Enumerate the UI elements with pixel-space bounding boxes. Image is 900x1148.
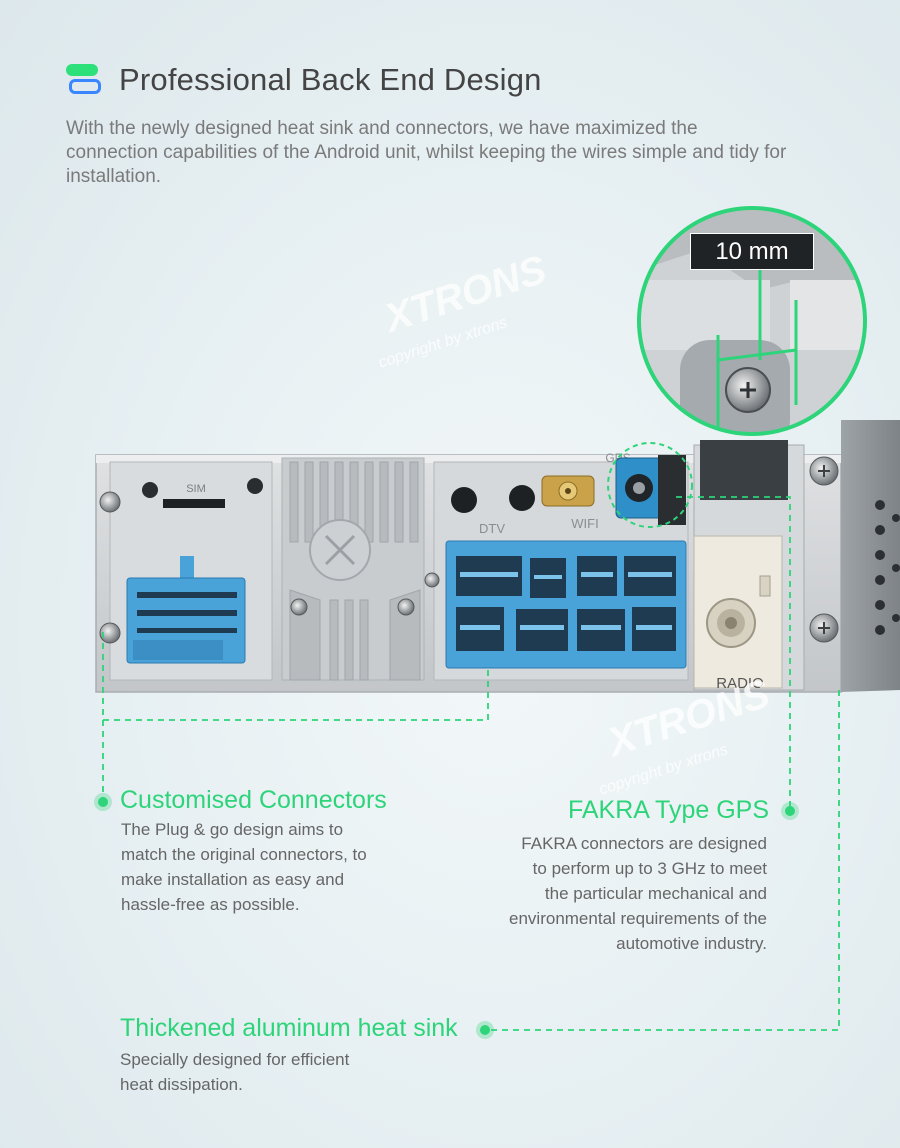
text-line: environmental requirements of the bbox=[509, 909, 767, 928]
feature-text-heatsink: Specially designed for efficient heat di… bbox=[120, 1047, 349, 1097]
intro-line: installation. bbox=[66, 166, 162, 187]
text-line: match the original connectors, to bbox=[121, 845, 367, 864]
measurement-label: 10 mm bbox=[690, 233, 814, 270]
feature-title-gps: FAKRA Type GPS bbox=[567, 796, 769, 824]
text-line: Specially designed for efficient bbox=[120, 1050, 350, 1069]
text-line: The Plug & go design aims to bbox=[121, 820, 344, 839]
intro-line: With the newly designed heat sink and co… bbox=[66, 118, 698, 139]
text-line: FAKRA connectors are designed bbox=[521, 834, 767, 853]
text-line: the particular mechanical and bbox=[544, 884, 767, 903]
screws bbox=[99, 456, 839, 644]
dtv-label: DTV bbox=[479, 521, 505, 536]
feature-title-heatsink: Thickened aluminum heat sink bbox=[120, 1014, 458, 1042]
feature-title-connectors: Customised Connectors bbox=[120, 786, 387, 814]
sim-label: SIM bbox=[186, 483, 206, 495]
feature-text-gps: FAKRA connectors are designed to perform… bbox=[509, 831, 767, 956]
text-line: make installation as easy and bbox=[121, 870, 345, 889]
feature-text-connectors: The Plug & go design aims to match the o… bbox=[121, 817, 367, 917]
radio-label: RADIO bbox=[716, 675, 764, 692]
text-line: hassle-free as possible. bbox=[121, 895, 300, 914]
text-line: to perform up to 3 GHz to meet bbox=[532, 859, 767, 878]
callout-dots bbox=[94, 793, 799, 1039]
text-line: heat dissipation. bbox=[120, 1075, 243, 1094]
text-line: automotive industry. bbox=[616, 934, 767, 953]
wifi-label: WIFI bbox=[571, 516, 598, 531]
intro-paragraph: With the newly designed heat sink and co… bbox=[66, 117, 846, 189]
intro-line: connection capabilities of the Android u… bbox=[66, 142, 787, 163]
watermark-top: XTRONS copyright by xtrons bbox=[376, 247, 551, 372]
brand-mark-icon bbox=[66, 64, 101, 94]
page-title: Professional Back End Design bbox=[119, 62, 542, 97]
